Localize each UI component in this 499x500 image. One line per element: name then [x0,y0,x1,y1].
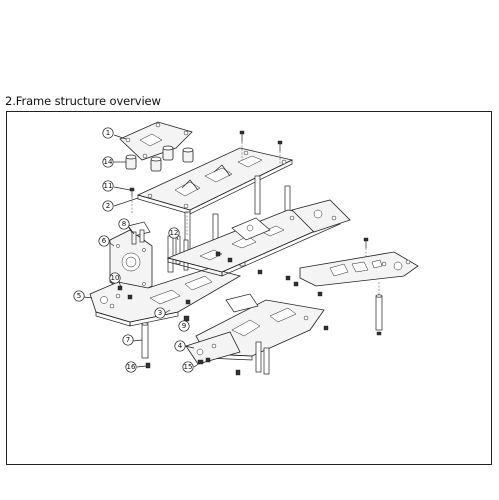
callout-4: 4 [174,340,186,352]
bottom-arm [185,293,259,365]
svg-text:7: 7 [126,336,130,344]
right-arm [299,237,419,287]
callout-3: 3 [154,307,166,319]
callouts: 1 14 11 2 8 6 12 10 [73,127,194,373]
svg-text:3: 3 [158,309,162,317]
svg-text:8: 8 [122,220,126,228]
callout-6: 6 [98,235,110,247]
bottom-standoffs [141,322,270,375]
svg-text:2: 2 [106,202,110,210]
callout-1: 1 [102,127,114,139]
svg-text:14: 14 [104,158,113,166]
dampers [125,145,194,172]
svg-text:4: 4 [178,342,183,350]
upper-plate [136,147,294,215]
svg-text:6: 6 [102,237,107,245]
callout-8: 8 [118,218,130,230]
page-title: 2.Frame structure overview [5,94,161,108]
callout-14: 14 [102,156,114,168]
callout-2: 2 [102,200,114,212]
assembly-guides [131,142,380,296]
small-hardware [117,251,329,376]
callout-10: 10 [109,272,121,284]
svg-text:10: 10 [111,274,120,282]
svg-text:5: 5 [77,292,81,300]
main-plate-left [89,267,242,327]
svg-text:12: 12 [170,229,179,237]
right-standoff [375,294,383,336]
top-plate [119,121,193,161]
callout-12: 12 [168,227,180,239]
svg-text:9: 9 [182,322,186,330]
callout-7: 7 [122,334,134,346]
leader-lines [83,134,201,368]
svg-text:1: 1 [106,129,110,137]
callout-9: 9 [178,320,190,332]
top-screws [129,130,283,197]
svg-text:11: 11 [104,182,113,190]
svg-text:16: 16 [127,363,136,371]
camera-mount [109,221,153,297]
svg-text:15: 15 [184,363,193,371]
callout-5: 5 [73,290,85,302]
diagram-frame [6,111,492,465]
callout-15: 15 [182,361,194,373]
right-top-arm [231,199,351,241]
callout-11: 11 [102,180,114,192]
callout-16: 16 [125,361,137,373]
